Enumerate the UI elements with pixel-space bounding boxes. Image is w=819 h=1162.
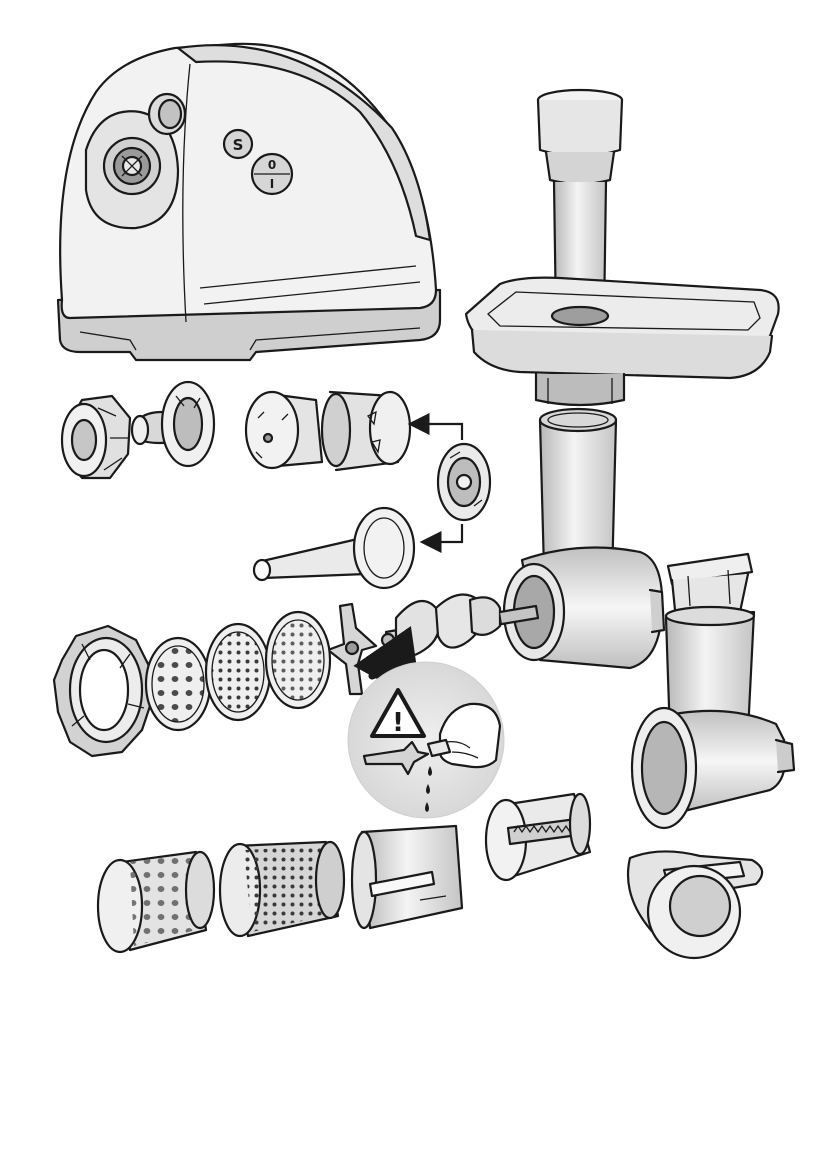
mincing-plate-medium bbox=[206, 624, 270, 720]
grater-drum-coarse bbox=[98, 852, 214, 952]
warning-callout: ! bbox=[348, 662, 504, 818]
speed-button: S bbox=[224, 130, 252, 158]
attachment-drum-right bbox=[322, 392, 410, 470]
ring-nut bbox=[54, 626, 152, 756]
drive-outlet bbox=[104, 138, 160, 194]
speed-button-symbol: S bbox=[233, 136, 244, 154]
shredding-drum bbox=[486, 794, 590, 880]
attachment-drum-left bbox=[246, 392, 322, 468]
drum-cover-disc bbox=[438, 444, 490, 520]
release-button bbox=[149, 94, 185, 134]
power-switch-bottom-label: I bbox=[270, 177, 274, 191]
slicer-hopper bbox=[666, 554, 754, 736]
slicing-drum bbox=[352, 826, 462, 928]
power-switch: 0 I bbox=[252, 154, 292, 194]
power-switch-top-label: 0 bbox=[268, 158, 276, 172]
cross-blade bbox=[328, 604, 376, 694]
motor-unit: S 0 I bbox=[58, 44, 440, 360]
grater-drum-fine bbox=[220, 842, 344, 936]
warning-symbol: ! bbox=[392, 708, 404, 738]
kebbe-former bbox=[132, 382, 214, 466]
mincing-plate-coarse bbox=[146, 638, 210, 730]
feed-tray bbox=[466, 278, 779, 378]
sausage-funnel bbox=[254, 508, 414, 588]
grinder-head bbox=[504, 409, 664, 668]
mincing-plate-fine bbox=[266, 612, 330, 708]
slicer-body bbox=[632, 708, 794, 828]
grinder-neck bbox=[536, 374, 624, 405]
kebbe-cone bbox=[62, 396, 130, 478]
slicer-end-cap bbox=[628, 851, 762, 958]
